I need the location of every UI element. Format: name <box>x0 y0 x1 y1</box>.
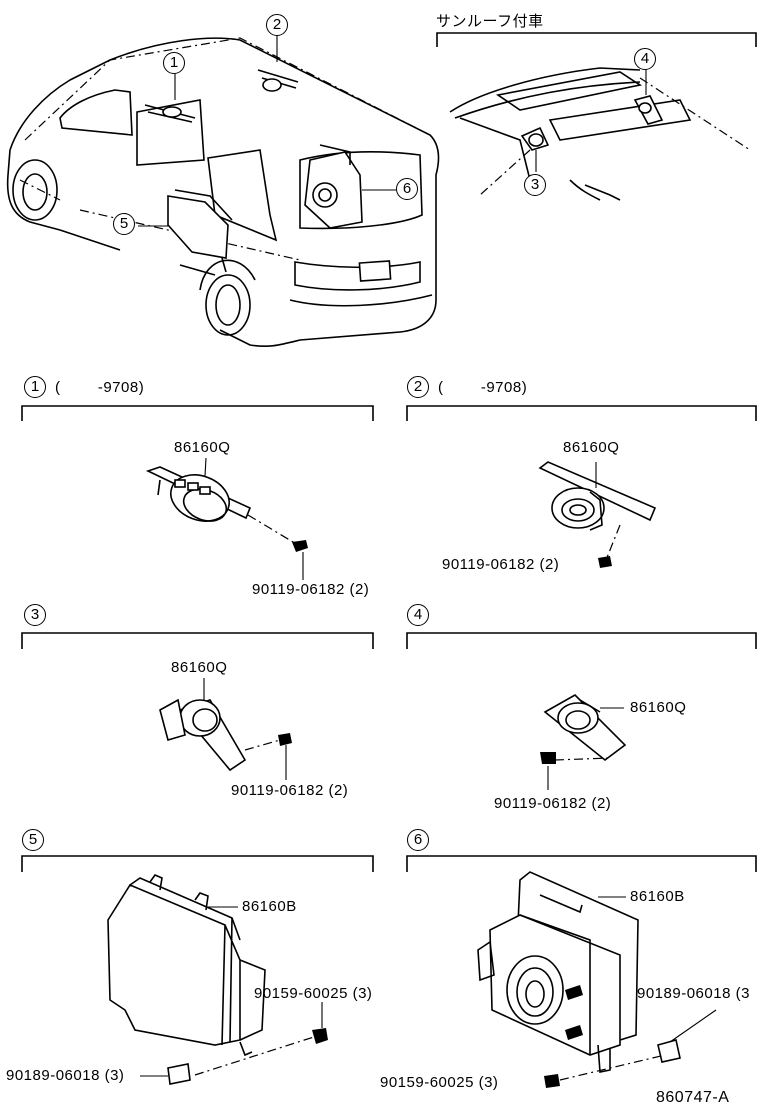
section-2-part-number: 86160Q <box>563 439 620 456</box>
section-5-screw-number: 90159-60025 (3) <box>254 985 373 1002</box>
section-4-part-number: 86160Q <box>630 699 687 716</box>
section-6-diagram <box>406 855 757 1088</box>
section-5-part-number: 86160B <box>242 898 297 915</box>
section-6-clip-number: 90189-06018 (3 <box>637 985 750 1002</box>
footer-code: 860747-A <box>656 1089 730 1106</box>
section-2-number: 2 <box>407 376 429 398</box>
callout-5: 5 <box>113 213 135 235</box>
section-4-number: 4 <box>407 604 429 626</box>
section-2-screw-number: 90119-06182 (2) <box>442 556 560 573</box>
section-6-screw-number: 90159-60025 (3) <box>380 1074 499 1091</box>
section-1-part-number: 86160Q <box>174 439 231 456</box>
sunroof-inset <box>436 32 757 201</box>
sunroof-label: サンルーフ付車 <box>436 13 544 30</box>
van-illustration <box>6 36 440 347</box>
callout-2: 2 <box>266 14 288 36</box>
section-1-screw-number: 90119-06182 (2) <box>252 581 370 598</box>
section-2-diagram <box>406 405 757 568</box>
callout-4: 4 <box>634 48 656 70</box>
section-6-number: 6 <box>407 829 429 851</box>
section-6-part-number: 86160B <box>630 888 685 905</box>
section-5-diagram <box>21 855 374 1085</box>
section-2-note: ( -9708) <box>438 379 528 396</box>
section-4-screw-number: 90119-06182 (2) <box>494 795 612 812</box>
callout-3: 3 <box>524 174 546 196</box>
section-1-note: ( -9708) <box>55 379 145 396</box>
section-1-number: 1 <box>24 376 46 398</box>
section-5-clip-number: 90189-06018 (3) <box>6 1067 125 1084</box>
section-3-diagram <box>21 632 374 780</box>
section-3-number: 3 <box>24 604 46 626</box>
section-1-diagram <box>21 405 374 580</box>
section-4-diagram <box>406 632 757 790</box>
section-5-number: 5 <box>22 829 44 851</box>
section-3-screw-number: 90119-06182 (2) <box>231 782 349 799</box>
callout-1: 1 <box>163 52 185 74</box>
section-3-part-number: 86160Q <box>171 659 228 676</box>
callout-6: 6 <box>396 178 418 200</box>
